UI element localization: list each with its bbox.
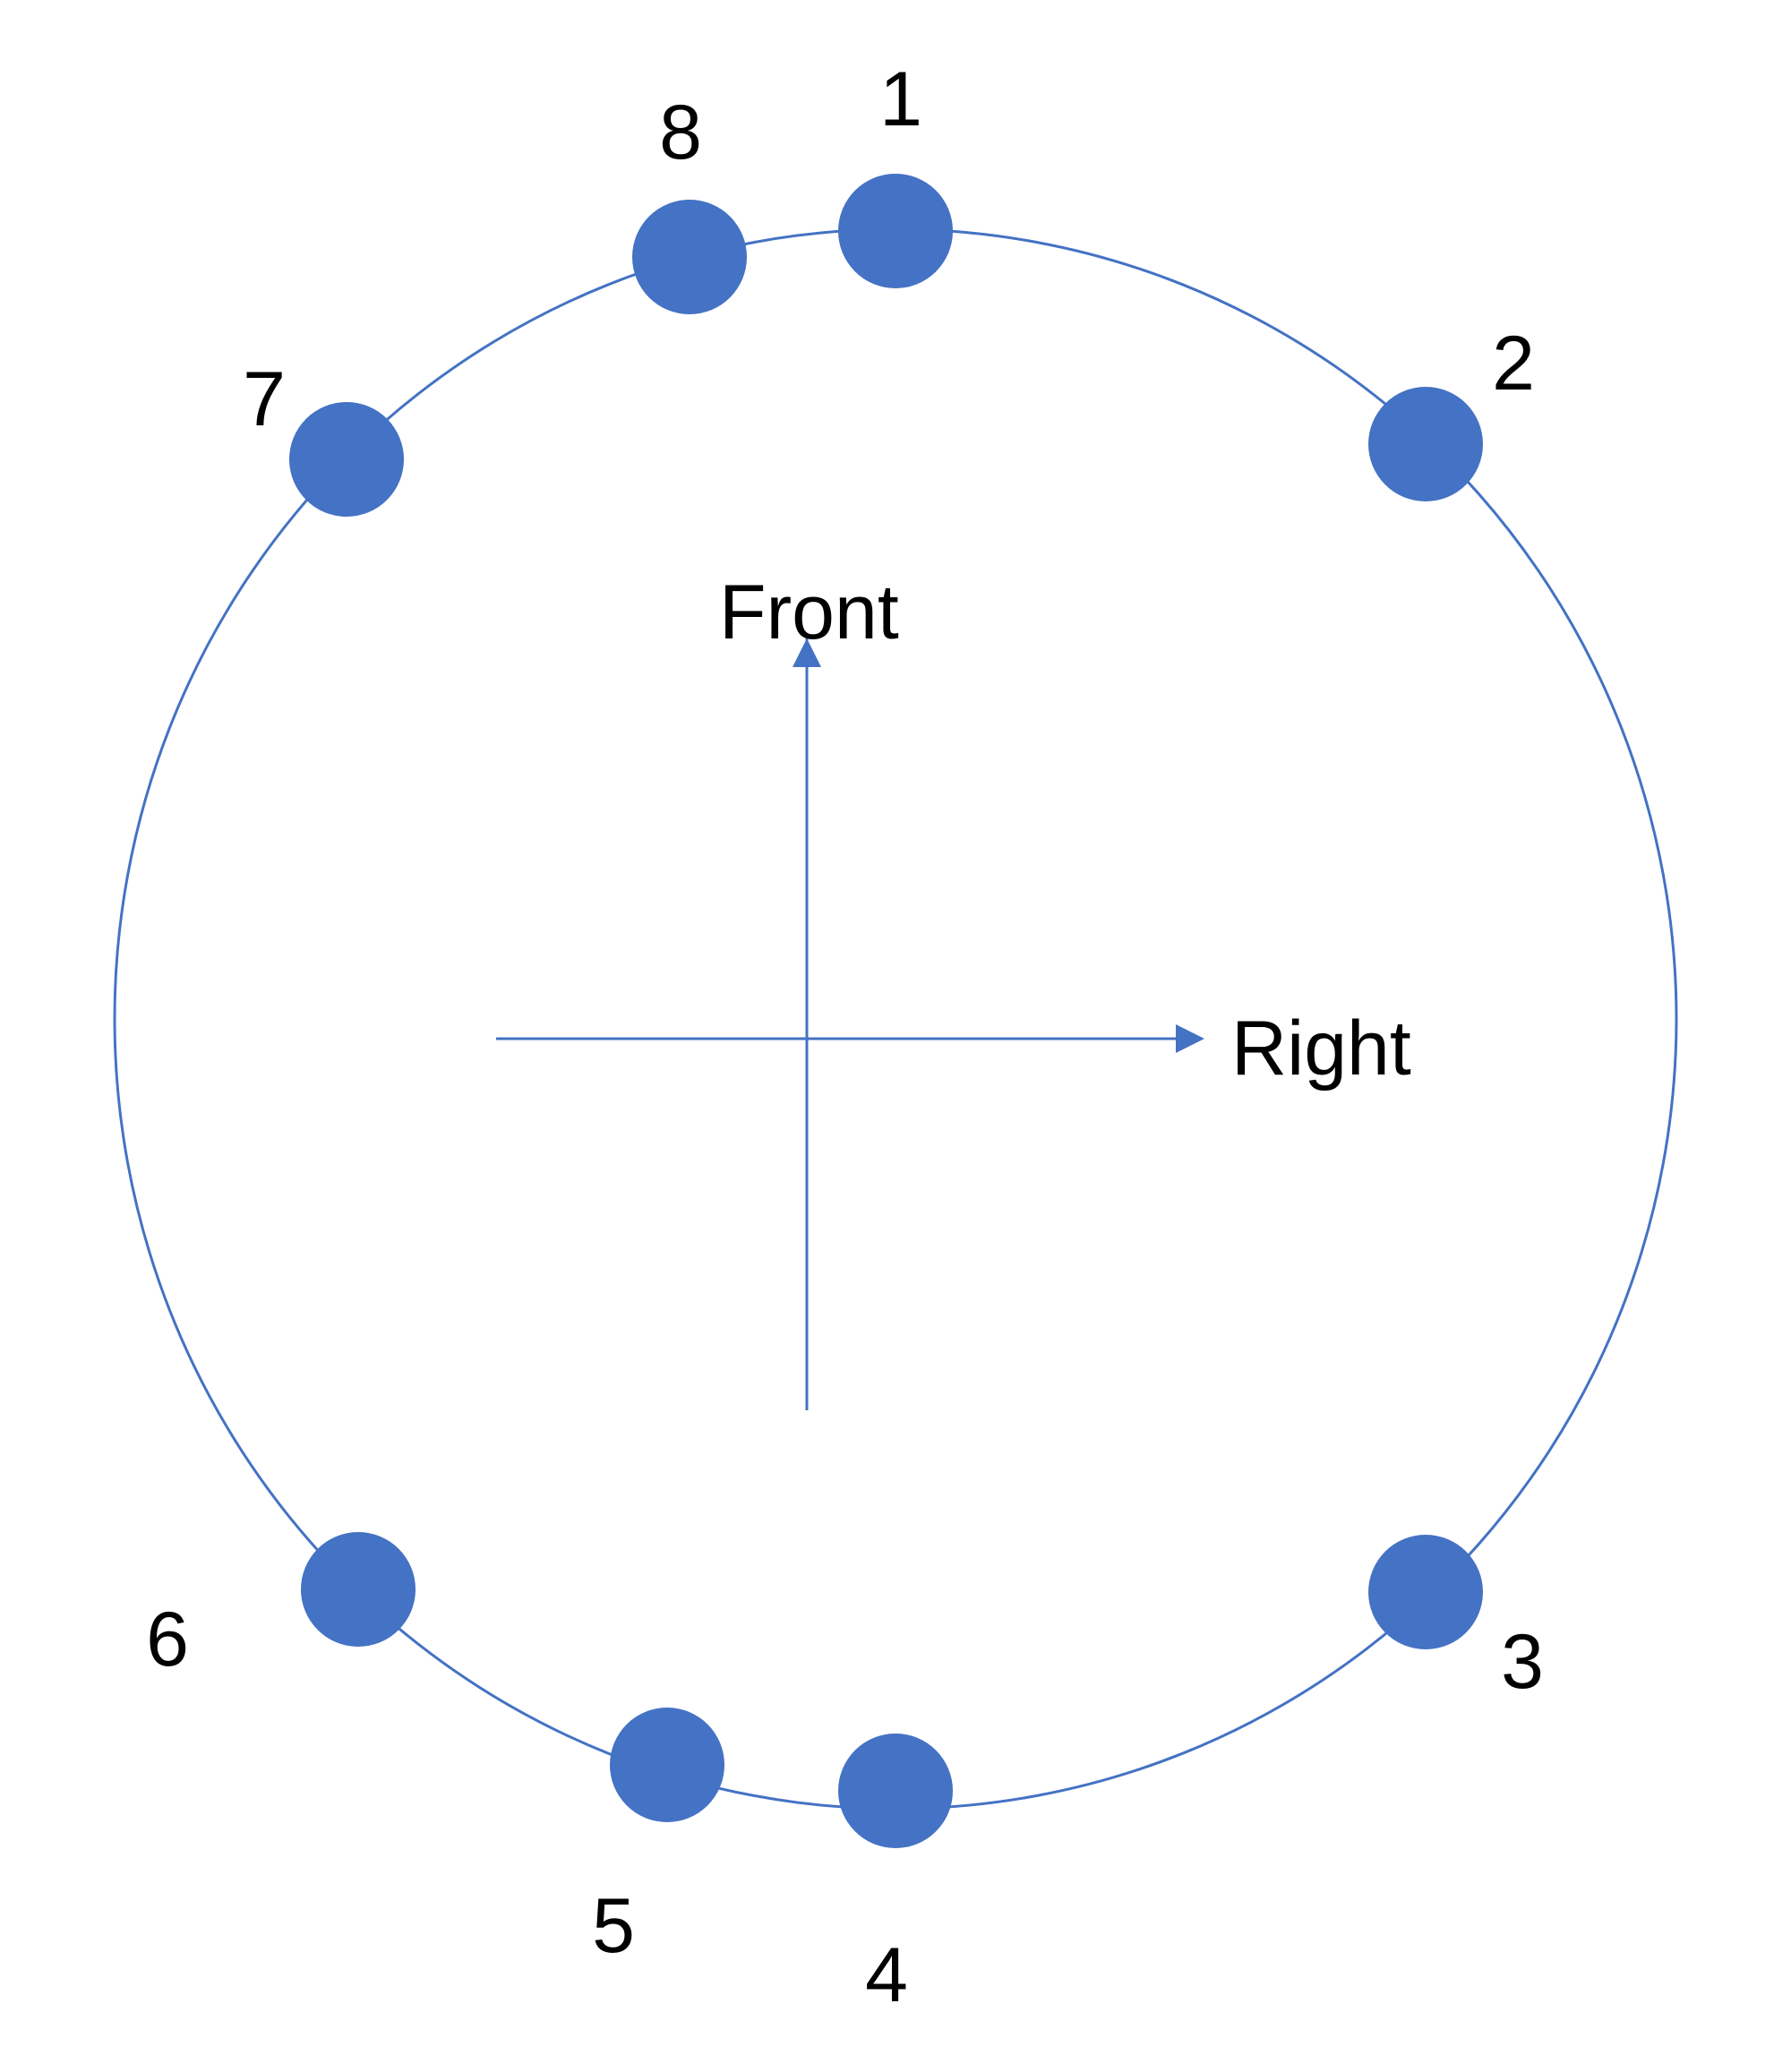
sensor-label-3: 3 — [1501, 1619, 1544, 1705]
sensor-dot-5 — [610, 1708, 724, 1822]
sensor-dots — [289, 174, 1483, 1848]
sensor-dot-4 — [838, 1734, 953, 1848]
sensor-label-6: 6 — [146, 1597, 189, 1682]
right-label: Right — [1231, 1006, 1411, 1092]
sensor-label-5: 5 — [592, 1883, 635, 1969]
sensor-dot-8 — [632, 200, 747, 314]
sensor-dot-2 — [1368, 387, 1483, 501]
sensor-dot-3 — [1368, 1535, 1483, 1649]
sensor-dot-6 — [301, 1532, 416, 1647]
front-arrowhead — [793, 638, 821, 667]
sensor-dot-7 — [289, 402, 404, 517]
right-arrowhead — [1176, 1024, 1204, 1053]
front-label: Front — [719, 569, 899, 655]
sensor-label-2: 2 — [1492, 321, 1535, 407]
sensor-label-4: 4 — [865, 1932, 908, 2018]
sensor-labels: 1 2 3 4 5 6 7 8 — [146, 56, 1544, 2018]
sensor-dot-1 — [838, 174, 953, 288]
sensor-label-7: 7 — [243, 356, 286, 442]
sensor-label-8: 8 — [659, 90, 702, 176]
sensor-label-1: 1 — [879, 56, 922, 142]
